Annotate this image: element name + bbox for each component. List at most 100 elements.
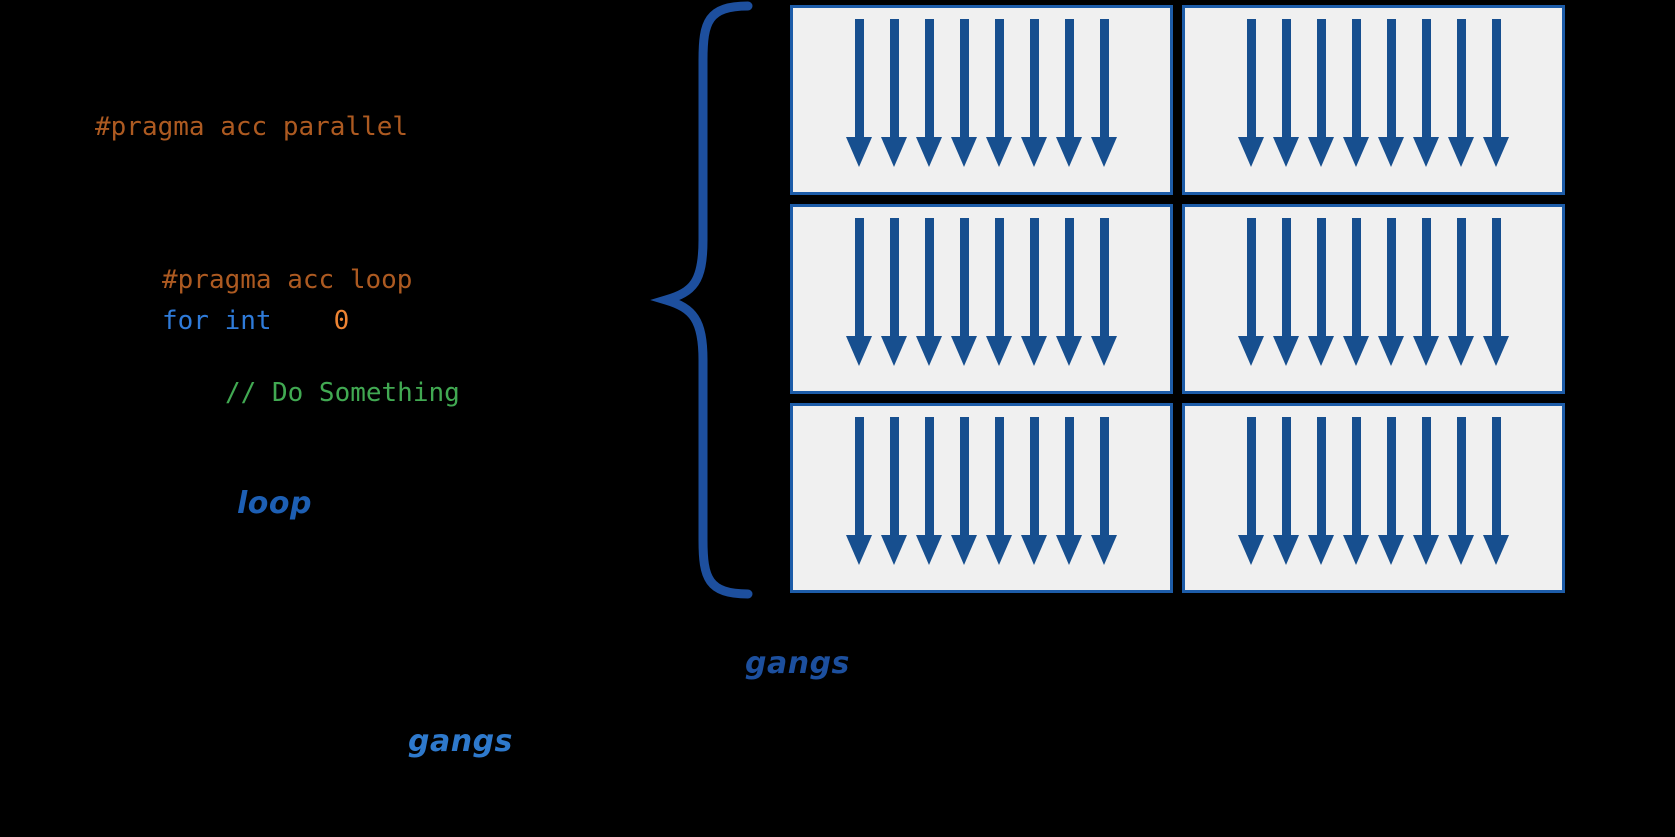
down-arrow-icon xyxy=(986,417,1012,565)
down-arrow-icon xyxy=(1308,417,1334,565)
down-arrow-icon xyxy=(1413,19,1439,167)
arrow-shaft xyxy=(1386,417,1396,535)
arrow-head xyxy=(1413,137,1439,167)
arrow-head xyxy=(1378,336,1404,366)
arrow-head xyxy=(951,336,977,366)
code-comment: // Do Something xyxy=(225,378,460,408)
gang-box xyxy=(1182,5,1565,195)
arrow-shaft xyxy=(1491,19,1501,137)
down-arrow-icon xyxy=(1021,218,1047,366)
arrow-shaft xyxy=(1099,19,1109,137)
arrow-head xyxy=(881,137,907,167)
down-arrow-icon xyxy=(916,19,942,167)
arrow-shaft xyxy=(889,19,899,137)
down-arrow-icon xyxy=(1056,417,1082,565)
arrow-shaft xyxy=(1351,19,1361,137)
down-arrow-icon xyxy=(1273,218,1299,366)
arrow-shaft xyxy=(1281,218,1291,336)
code-zero: 0 xyxy=(333,306,350,336)
arrow-shaft xyxy=(994,417,1004,535)
arrow-shaft xyxy=(1351,218,1361,336)
down-arrow-icon xyxy=(1413,218,1439,366)
arrow-shaft xyxy=(1421,218,1431,336)
down-arrow-icon xyxy=(846,218,872,366)
down-arrow-icon xyxy=(1483,19,1509,167)
arrow-shaft xyxy=(1246,218,1256,336)
down-arrow-icon xyxy=(881,417,907,565)
gang-box xyxy=(790,403,1173,593)
down-arrow-icon xyxy=(1378,417,1404,565)
down-arrow-icon xyxy=(1448,218,1474,366)
arrow-shaft xyxy=(1029,19,1039,137)
arrow-head xyxy=(1021,137,1047,167)
arrow-head xyxy=(986,535,1012,565)
arrow-shaft xyxy=(1491,417,1501,535)
arrow-shaft xyxy=(924,417,934,535)
arrow-shaft xyxy=(854,19,864,137)
arrow-shaft xyxy=(1099,417,1109,535)
arrow-head xyxy=(916,535,942,565)
arrow-head xyxy=(1308,535,1334,565)
arrow-shaft xyxy=(1386,19,1396,137)
arrow-shaft xyxy=(1029,417,1039,535)
arrow-head xyxy=(1238,535,1264,565)
arrow-head xyxy=(1091,137,1117,167)
arrow-shaft xyxy=(1029,218,1039,336)
arrow-head xyxy=(916,137,942,167)
arrow-head xyxy=(1308,137,1334,167)
arrow-shaft xyxy=(854,417,864,535)
down-arrow-icon xyxy=(1343,218,1369,366)
down-arrow-icon xyxy=(951,19,977,167)
arrow-shaft xyxy=(959,417,969,535)
arrow-shaft xyxy=(889,417,899,535)
arrow-shaft xyxy=(994,218,1004,336)
down-arrow-icon xyxy=(846,417,872,565)
arrow-head xyxy=(986,336,1012,366)
arrow-head xyxy=(846,137,872,167)
arrow-head xyxy=(1483,137,1509,167)
arrow-shaft xyxy=(1421,417,1431,535)
down-arrow-icon xyxy=(1238,218,1264,366)
arrow-shaft xyxy=(1351,417,1361,535)
gang-box xyxy=(1182,403,1565,593)
down-arrow-icon xyxy=(951,218,977,366)
arrow-head xyxy=(1091,336,1117,366)
arrow-head xyxy=(1273,336,1299,366)
gangs-label-secondary: gangs xyxy=(408,724,513,759)
arrow-shaft xyxy=(1456,417,1466,535)
arrow-head xyxy=(846,535,872,565)
down-arrow-icon xyxy=(1378,19,1404,167)
down-arrow-icon xyxy=(1273,19,1299,167)
arrow-shaft xyxy=(924,19,934,137)
down-arrow-icon xyxy=(951,417,977,565)
arrow-head xyxy=(1238,336,1264,366)
down-arrow-icon xyxy=(986,218,1012,366)
down-arrow-icon xyxy=(1091,19,1117,167)
down-arrow-icon xyxy=(881,218,907,366)
arrow-shaft xyxy=(994,19,1004,137)
arrow-head xyxy=(1056,535,1082,565)
arrow-head xyxy=(846,336,872,366)
arrow-shaft xyxy=(1246,417,1256,535)
arrow-shaft xyxy=(889,218,899,336)
arrow-head xyxy=(1483,535,1509,565)
arrow-head xyxy=(1413,535,1439,565)
arrow-shaft xyxy=(854,218,864,336)
arrow-shaft xyxy=(1246,19,1256,137)
arrow-head xyxy=(1308,336,1334,366)
arrow-shaft xyxy=(1491,218,1501,336)
down-arrow-icon xyxy=(846,19,872,167)
arrow-head xyxy=(916,336,942,366)
arrow-head xyxy=(1238,137,1264,167)
arrow-shaft xyxy=(1316,218,1326,336)
down-arrow-icon xyxy=(986,19,1012,167)
arrow-shaft xyxy=(959,218,969,336)
arrow-shaft xyxy=(1064,19,1074,137)
down-arrow-icon xyxy=(916,417,942,565)
code-pragma-parallel: #pragma acc parallel xyxy=(95,112,409,142)
down-arrow-icon xyxy=(1378,218,1404,366)
down-arrow-icon xyxy=(1343,417,1369,565)
arrow-shaft xyxy=(959,19,969,137)
